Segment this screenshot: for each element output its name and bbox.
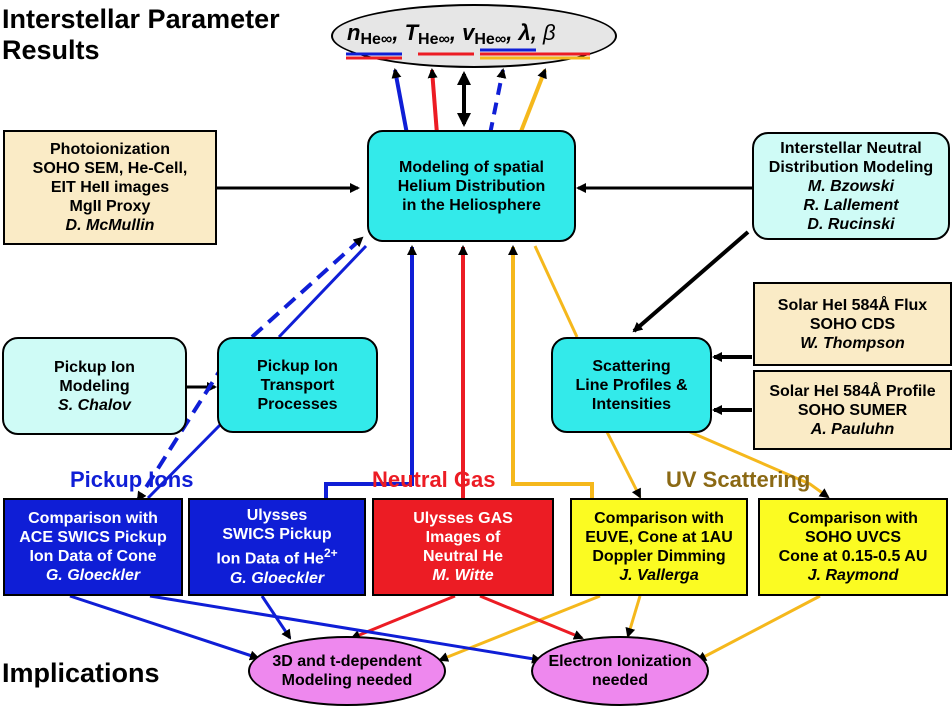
scattering-box: Scattering Line Profiles & Intensities (551, 337, 712, 433)
category-uv-scattering: UV Scattering (666, 467, 811, 492)
line-transport-to-ace (146, 423, 222, 500)
implications-title: Implications (2, 658, 160, 688)
arrow-ace-to-3d (69, 594, 260, 661)
title-line-1: Interstellar Parameter (2, 4, 280, 34)
ace-comparison-box: Comparison with ACE SWICS Pickup Ion Dat… (3, 498, 183, 596)
ulysses-swics-box: Ulysses SWICS Pickup Ion Data of He2+ G.… (188, 498, 366, 596)
pickup-ion-modeling-box: Pickup Ion Modeling S. Chalov (2, 337, 187, 435)
arrow-blue-dashed-to-params (488, 68, 507, 135)
photoionization-box: Photoionization SOHO SEM, He-Cell, EIT H… (3, 130, 217, 245)
central-modeling-box: Modeling of spatial Helium Distribution … (367, 130, 576, 242)
parameters-text: nHe∞, THe∞, vHe∞, λ, β (347, 20, 556, 48)
line-scattering-to-central (533, 245, 579, 338)
arrow-scattering-to-uvcs (689, 430, 830, 499)
title-line-2: Results (2, 35, 100, 65)
implication-electron-ionization: Electron Ionization needed (531, 636, 709, 706)
param-beta: β (542, 20, 556, 45)
arrow-red-to-params (427, 68, 439, 135)
arrow-gas-to-electron (479, 594, 584, 640)
implication-3d-modeling: 3D and t-dependent Modeling needed (248, 636, 446, 706)
param-t: T (404, 20, 419, 45)
ulysses-gas-box: Ulysses GAS Images of Neutral He M. Witt… (372, 498, 554, 596)
arrow-yellow-to-params (518, 68, 547, 135)
line-transport-to-central (277, 244, 368, 339)
solar-profile-box: Solar HeI 584Å Profile SOHO SUMER A. Pau… (753, 370, 952, 450)
solar-flux-box: Solar HeI 584Å Flux SOHO CDS W. Thompson (753, 282, 952, 366)
euve-comparison-box: Comparison with EUVE, Cone at 1AU Dopple… (570, 498, 748, 596)
arrow-ace-to-electron (149, 594, 542, 664)
arrow-uvcs-to-electron (696, 594, 821, 662)
uvcs-comparison-box: Comparison with SOHO UVCS Cone at 0.15-0… (758, 498, 948, 596)
arrow-euve-to-central (508, 245, 594, 498)
neutral-distribution-modeling-box: Interstellar Neutral Distribution Modeli… (752, 132, 950, 240)
category-pickup-ions: Pickup Ions (70, 467, 194, 492)
arrow-scattering-to-euve (605, 431, 642, 499)
param-lambda: λ (518, 20, 531, 45)
arrow-ulysses-swics-to-central (324, 245, 417, 498)
arrow-euve-to-electron (625, 595, 642, 638)
param-v: v (462, 20, 475, 45)
arrow-blue-to-params (391, 68, 409, 135)
param-n: n (347, 20, 361, 45)
category-neutral-gas: Neutral Gas (372, 467, 496, 492)
page-title: Interstellar Parameter Results (2, 4, 280, 66)
arrow-neutral-modeling-to-scattering (632, 230, 750, 333)
pickup-ion-transport-box: Pickup Ion Transport Processes (217, 337, 378, 433)
arrow-dashed-transport-to-central (250, 236, 364, 339)
